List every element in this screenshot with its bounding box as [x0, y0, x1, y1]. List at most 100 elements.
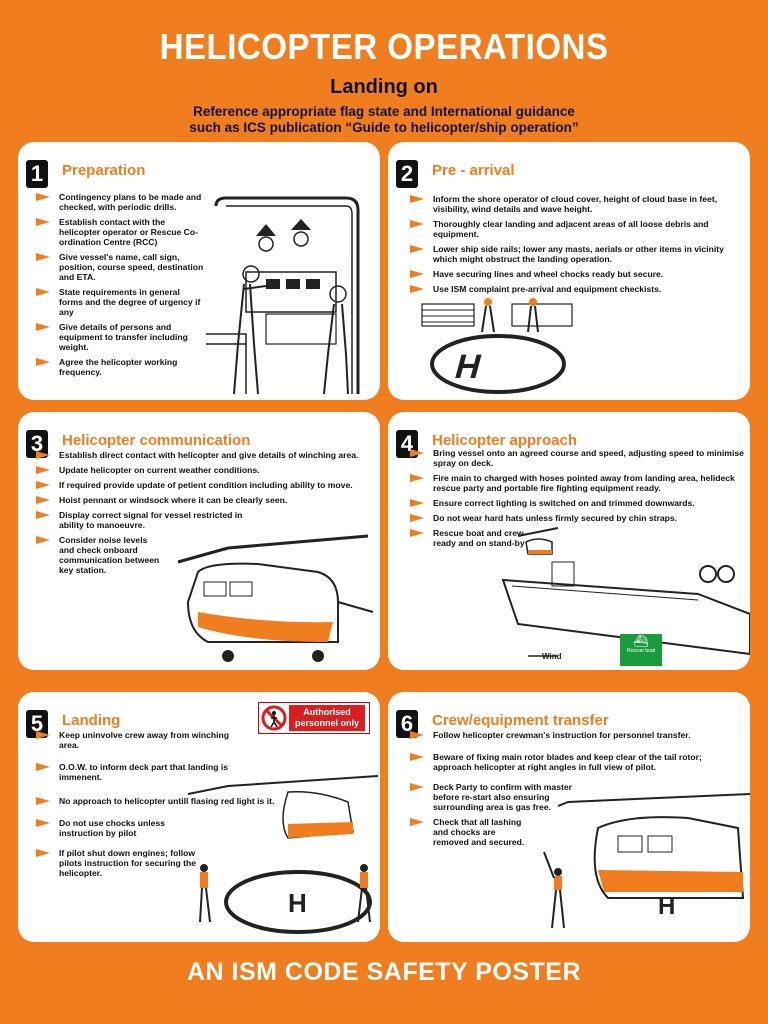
list-item: Keep uninvolve crew away from winching a… — [36, 730, 236, 750]
list-item: State requirements in general forms and … — [36, 287, 206, 317]
arrow-icon — [410, 753, 424, 761]
svg-text:H: H — [288, 888, 307, 918]
ship-approach-illustration — [501, 527, 750, 657]
section-crew-equipment-transfer: 6 Crew/equipment transfer Follow helicop… — [388, 692, 750, 942]
list-item: Thoroughly clear landing and adjacent ar… — [410, 219, 750, 239]
list-item: Bring vessel onto an agreed course and s… — [410, 448, 748, 468]
list-item: If pilot shut down engines; follow pilot… — [36, 848, 219, 878]
helideck-illustration: H — [421, 298, 573, 394]
crew-transfer-illustration: H — [543, 793, 750, 929]
section-items: Inform the shore operator of cloud cover… — [410, 194, 750, 299]
section-items: Establish direct contact with helicopter… — [36, 450, 366, 580]
wind-label: Wind — [542, 652, 562, 661]
list-item: No approach to helicopter untill flasing… — [36, 796, 319, 806]
section-items: Contingency plans to be made and checked… — [36, 192, 206, 382]
footer-title: AN ISM CODE SAFETY POSTER — [186, 958, 582, 986]
list-item: Lower ship side rails; lower any masts, … — [410, 244, 750, 264]
arrow-icon — [36, 536, 50, 544]
svg-text:H: H — [658, 893, 675, 920]
list-item: Beware of fixing main rotor blades and k… — [410, 752, 740, 772]
list-item: Check that all lashing and chocks are re… — [410, 817, 533, 847]
list-item: Use ISM complaint pre-arrival and equipm… — [410, 284, 750, 294]
section-title: Helicopter communication — [62, 432, 251, 449]
list-item: Have securing lines and wheel chocks rea… — [410, 269, 750, 279]
list-item: Consider noise levels and check onboard … — [36, 535, 164, 575]
arrow-icon — [36, 358, 50, 366]
arrow-icon — [36, 253, 50, 261]
section-title: Preparation — [62, 162, 146, 179]
list-item: Agree the helicopter working frequency. — [36, 357, 206, 377]
section-items: Follow helicopter crewman's instruction … — [410, 730, 740, 852]
list-item: Establish direct contact with helicopter… — [36, 450, 366, 460]
arrow-icon — [36, 496, 50, 504]
arrow-icon — [36, 193, 50, 201]
arrow-icon — [410, 529, 424, 537]
arrow-icon — [36, 451, 50, 459]
section-preparation: 1 Preparation Contingency plans to be ma… — [18, 142, 380, 400]
section-title: Landing — [62, 712, 121, 729]
list-item: Give details of persons and equipment to… — [36, 322, 206, 352]
list-item: Update helicopter on current weather con… — [36, 465, 366, 475]
helicopter-illustration — [177, 534, 374, 662]
arrow-icon — [36, 511, 50, 519]
list-item: Inform the shore operator of cloud cover… — [410, 194, 750, 214]
poster-subtitle: Landing on — [330, 76, 438, 98]
list-item: Rescue boat and crew ready and on stand-… — [410, 528, 531, 548]
authorised-personnel-sign: Authorised personnel only — [258, 702, 370, 734]
list-item: Deck Party to confirm with master before… — [410, 782, 593, 812]
list-item: Follow helicopter crewman's instruction … — [410, 730, 740, 740]
arrow-icon — [410, 220, 424, 228]
list-item: Do not use chocks unless instruction by … — [36, 818, 179, 838]
svg-text:H: H — [451, 349, 486, 386]
arrow-icon — [410, 449, 424, 457]
arrow-icon — [36, 763, 50, 771]
arrow-icon — [410, 514, 424, 522]
section-items: Bring vessel onto an agreed course and s… — [410, 448, 748, 553]
bridge-crew-illustration — [206, 196, 360, 394]
section-number: 2 — [396, 160, 418, 188]
list-item: Hoist pennant or windsock where it can b… — [36, 495, 366, 505]
section-title: Crew/equipment transfer — [432, 712, 609, 729]
boat-icon: ⛴ — [633, 634, 649, 648]
arrow-icon — [410, 818, 424, 826]
arrow-icon — [410, 499, 424, 507]
arrow-icon — [36, 481, 50, 489]
list-item: Ensure correct lighting is switched on a… — [410, 498, 748, 508]
list-item: O.O.W. to inform deck part that landing … — [36, 762, 236, 782]
arrow-icon — [410, 270, 424, 278]
section-number: 1 — [26, 160, 48, 188]
arrow-icon — [36, 218, 50, 226]
landing-illustration: H — [188, 775, 378, 934]
arrow-icon — [410, 285, 424, 293]
rescue-boat-sign: ⛴Rescue boat — [620, 634, 662, 666]
arrow-icon — [36, 466, 50, 474]
arrow-icon — [410, 195, 424, 203]
section-pre-arrival: 2 Pre - arrival Inform the shore operato… — [388, 142, 750, 400]
section-helicopter-approach: 4 Helicopter approach Bring vessel onto … — [388, 412, 750, 670]
arrow-icon — [36, 797, 50, 805]
section-landing: 5 Landing Authorised personnel only Keep… — [18, 692, 380, 942]
arrow-icon — [410, 783, 424, 791]
list-item: Display correct signal for vessel restri… — [36, 510, 249, 530]
reference-note: Reference appropriate flag state and Int… — [189, 104, 579, 135]
arrow-icon — [410, 245, 424, 253]
list-item: Contingency plans to be made and checked… — [36, 192, 206, 212]
arrow-icon — [410, 731, 424, 739]
authorised-label: Authorised personnel only — [289, 705, 365, 731]
arrow-icon — [36, 819, 50, 827]
poster-title: HELICOPTER OPERATIONS — [159, 26, 609, 67]
section-title: Pre - arrival — [432, 162, 515, 179]
arrow-icon — [36, 849, 50, 857]
list-item: If required provide update of petient co… — [36, 480, 366, 490]
list-item: Do not wear hard hats unless firmly secu… — [410, 513, 748, 523]
arrow-icon — [36, 323, 50, 331]
list-item: Fire main to charged with hoses pointed … — [410, 473, 748, 493]
list-item: Give vessel's name, call sign, position,… — [36, 252, 206, 282]
arrow-icon — [410, 474, 424, 482]
list-item: Establish contact with the helicopter op… — [36, 217, 206, 247]
arrow-icon — [36, 731, 50, 739]
section-title: Helicopter approach — [432, 432, 578, 449]
no-entry-icon — [261, 705, 287, 731]
arrow-icon — [36, 288, 50, 296]
section-items: Keep uninvolve crew away from winching a… — [36, 730, 274, 883]
